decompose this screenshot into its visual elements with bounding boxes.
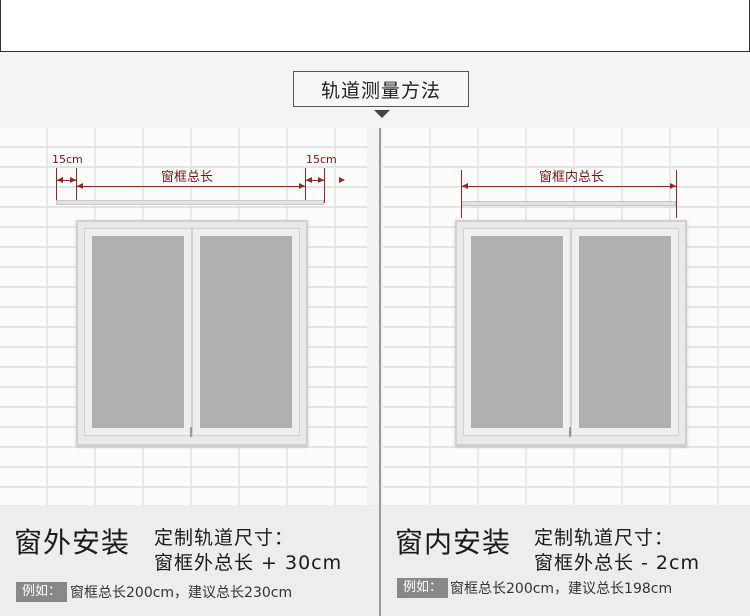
panel-divider xyxy=(379,128,381,616)
requirement-line-1: 定制轨道尺寸： xyxy=(534,527,675,549)
section-title: 轨道测量方法 xyxy=(293,71,469,107)
window-handle-icon xyxy=(190,427,192,437)
curtain-rod xyxy=(56,200,324,205)
window-glass xyxy=(200,236,292,428)
outside-install-info: 窗外安装 定制轨道尺寸： 窗框外总长 + 30cm 例如： 窗框总长200cm，… xyxy=(0,505,379,616)
example-tag: 例如： xyxy=(397,578,449,598)
tick-inner-end xyxy=(676,170,677,218)
window-sash-right xyxy=(571,228,679,436)
title-pointer-icon xyxy=(374,110,390,118)
frame-total-line xyxy=(77,186,305,187)
requirement-line-2: 窗框外总长 - 2cm xyxy=(534,552,700,574)
arrow-left-icon xyxy=(77,183,83,189)
inside-install-info: 窗内安装 定制轨道尺寸： 窗框外总长 - 2cm 例如： 窗框总长200cm，建… xyxy=(381,505,750,616)
right-margin-label: 15cm xyxy=(306,153,337,166)
requirement-line-1: 定制轨道尺寸： xyxy=(154,527,295,549)
example-tag: 例如： xyxy=(16,582,68,602)
window-sash-left xyxy=(84,228,192,436)
inner-total-line xyxy=(462,186,676,187)
example-text: 窗框总长200cm，建议总长198cm xyxy=(450,581,673,597)
tick-frame-start xyxy=(76,168,77,203)
inner-total-label: 窗框内总长 xyxy=(536,171,608,185)
arrow-left-icon xyxy=(57,177,63,183)
arrow-left-icon xyxy=(462,183,468,189)
top-blank-panel xyxy=(0,0,750,52)
left-margin-line xyxy=(57,180,76,181)
tick-inner-start xyxy=(461,170,462,218)
window-frame xyxy=(76,220,308,446)
example-text: 窗框总长200cm，建议总长230cm xyxy=(70,585,293,601)
arrow-right-icon xyxy=(318,177,324,183)
arrow-right-icon xyxy=(339,177,345,183)
window-glass xyxy=(92,236,184,428)
arrow-right-icon xyxy=(299,183,305,189)
requirement-line-2: 窗框外总长 + 30cm xyxy=(154,552,343,574)
install-title: 窗外安装 xyxy=(14,526,131,559)
right-margin-line xyxy=(306,180,324,181)
tick-rod-start xyxy=(56,168,57,203)
install-title: 窗内安装 xyxy=(395,526,512,559)
window-glass xyxy=(579,236,671,428)
window-sash-left xyxy=(463,228,571,436)
tick-frame-end xyxy=(305,168,306,203)
curtain-rod xyxy=(462,201,676,206)
window-sash-right xyxy=(192,228,300,436)
arrow-right-icon xyxy=(70,177,76,183)
window-handle-icon xyxy=(569,427,571,437)
tick-rod-end xyxy=(324,168,325,203)
window-glass xyxy=(471,236,563,428)
arrow-left-icon xyxy=(306,177,312,183)
left-margin-label: 15cm xyxy=(52,153,83,166)
window-frame xyxy=(455,220,687,446)
frame-total-label: 窗框总长 xyxy=(158,171,217,185)
arrow-right-icon xyxy=(670,183,676,189)
